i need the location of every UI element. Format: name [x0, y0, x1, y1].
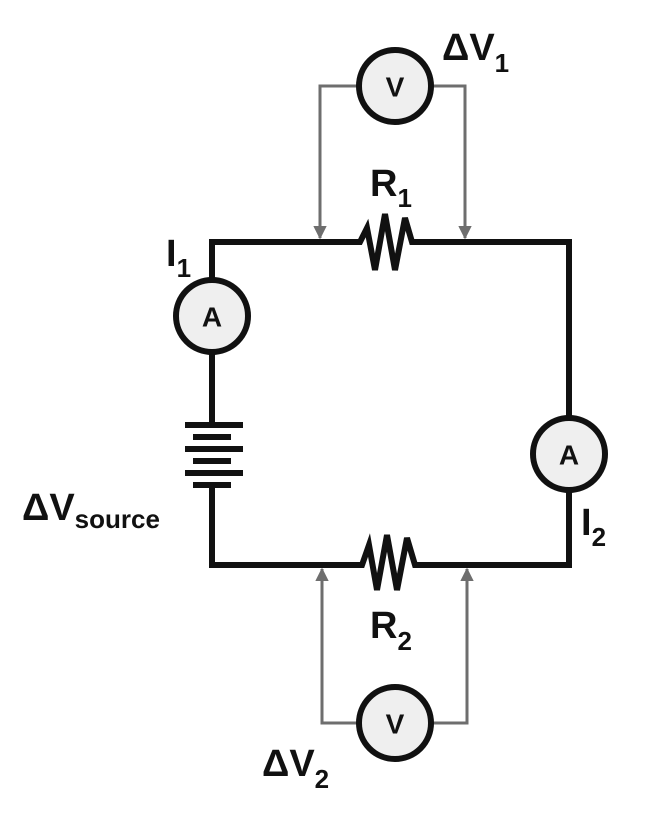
label-delta-v2: ΔV2: [262, 743, 329, 794]
voltmeter-2: V: [356, 684, 434, 762]
label-i1: I1: [166, 233, 191, 283]
battery-source: [185, 422, 243, 488]
label-r1: R1: [370, 163, 412, 213]
ammeter-2-symbol: A: [559, 440, 579, 471]
bottom-wire: [209, 533, 572, 591]
top-wire: [209, 213, 572, 271]
voltmeter-1: V: [356, 47, 434, 125]
voltmeter-1-symbol: V: [386, 72, 405, 103]
voltmeter-2-leads: [315, 567, 474, 725]
label-r2: R2: [370, 605, 412, 656]
ammeter-1: A: [173, 277, 251, 355]
label-i2: I2: [581, 502, 606, 552]
label-delta-v-source: ΔVsource: [22, 487, 160, 534]
label-delta-v1: ΔV1: [442, 27, 509, 78]
voltmeter-2-symbol: V: [386, 709, 405, 740]
voltmeter-1-leads: [313, 84, 472, 240]
ammeter-1-symbol: A: [202, 302, 222, 333]
ammeter-2: A: [530, 415, 608, 493]
